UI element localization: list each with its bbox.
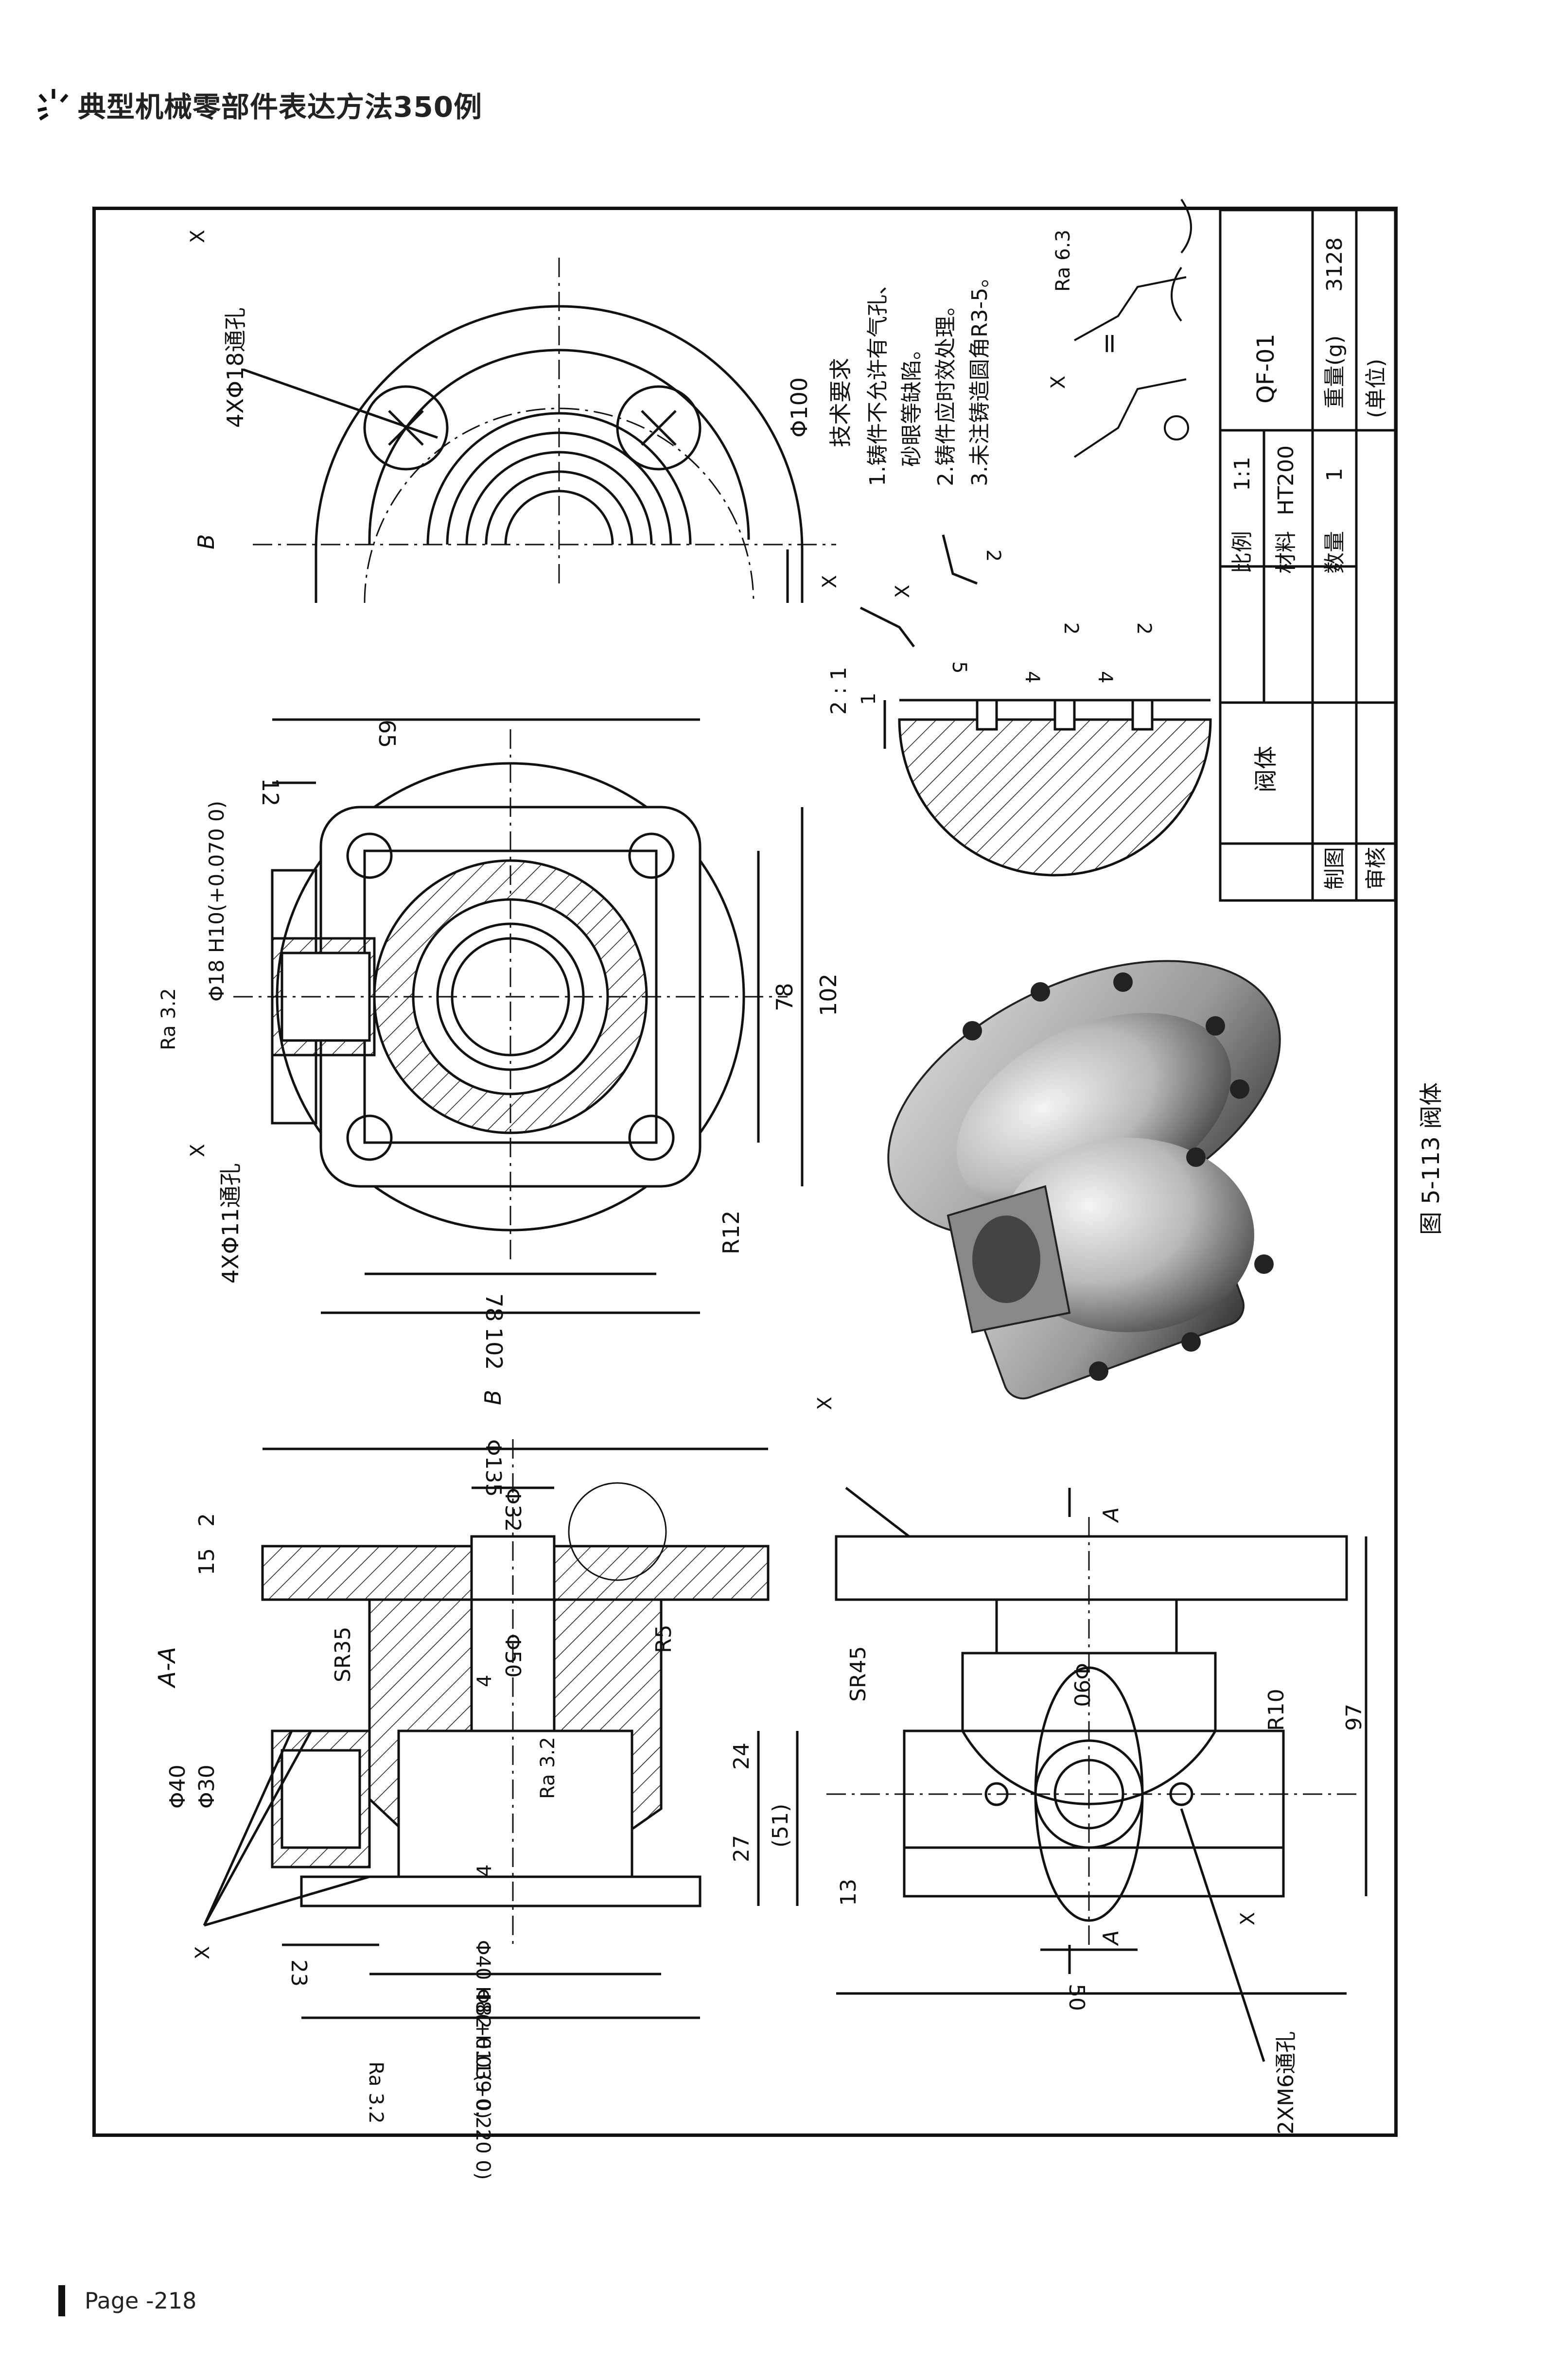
top-x: X [187,1144,209,1157]
top-r12: R12 [718,1211,744,1255]
detail-d1: 1 [858,693,880,705]
tech-equals: = [1093,332,1125,355]
tb-label-scale: 比例 [1230,531,1255,574]
side-d13: 13 [836,1879,861,1906]
tech-title: 技术要求 [827,358,854,447]
detail-d4b: 4 [1094,671,1116,683]
detail-d2b: 2 [1060,622,1082,635]
title-block-text: 比例 1:1 材料 HT200 数量 1 QF-01 重量(g) 3128 (单… [1230,237,1388,890]
tb-label-qty: 数量 [1322,531,1347,574]
tb-checker: 审核 [1364,847,1388,890]
side-m6: 2XM6通孔 [1274,2031,1298,2134]
tech-line-1: 1.铸件不允许有气孔、 [865,273,890,486]
section-title: A-A [154,1647,181,1689]
tb-weight: 3128 [1322,237,1347,292]
top-d102v: 102 [815,973,842,1016]
top-ra32: Ra 3.2 [158,988,180,1050]
sec-d32: Φ32 [500,1488,525,1532]
tech-line-4: 3.未注铸造圆角R3-5。 [967,266,992,486]
tb-label-material: 材料 [1274,531,1298,574]
sunburst-icon [37,89,69,121]
roughness-symbols [1073,198,1192,458]
tech-line-2: 砂眼等缺陷。 [899,338,924,467]
side-x1: X [814,1397,836,1410]
sec-d4: 4 [474,1675,496,1687]
tb-drafter: 制图 [1322,847,1347,890]
sec-x: X [192,1946,214,1959]
side-d97: 97 [1342,1704,1367,1731]
tb-drawing-no: QF-01 [1252,334,1280,404]
sec-d23: 23 [286,1959,311,1987]
title-block [1219,209,1397,902]
top-d65: 65 [374,720,400,748]
side-d90: Φ90 [1069,1663,1094,1707]
flange-d100: Φ100 [786,377,812,438]
sec-d15: 15 [194,1548,219,1575]
tech-line-3: 2.铸件应时效处理。 [933,295,958,486]
side-a1: A [1099,1507,1123,1523]
section-view [203,1439,799,2019]
sec-sr35: SR35 [331,1627,355,1683]
sec-d135: Φ135 [481,1439,506,1497]
top-d12: 12 [257,778,283,807]
sec-d51: (51) [768,1804,793,1848]
tb-label-weight: 重量(g) [1322,335,1347,408]
sec-r5: R5 [651,1624,676,1653]
top-d78v: 78 [772,983,798,1011]
top-d102: 102 [481,1327,507,1370]
tb-qty: 1 [1322,468,1347,481]
flange-x: X [187,230,209,243]
top-view [233,718,804,1314]
side-sr45: SR45 [846,1646,871,1702]
figure-caption: 图 5-113 阀体 [1418,1082,1445,1235]
detail-d2a: 2 [982,549,1004,562]
top-h10: Φ18 H10(+0.070 0) [205,801,228,1002]
top-b: B [480,1390,506,1405]
tb-material: HT200 [1274,445,1298,515]
tb-scale: 1:1 [1230,457,1255,491]
sec-d27: 27 [729,1835,754,1862]
sec-d50: Φ50 [500,1634,525,1678]
side-a2: A [1099,1930,1123,1946]
sec-d30: Φ30 [194,1764,219,1809]
tb-part-name: 阀体 [1252,746,1280,793]
tech-ra63: Ra 6.3 [1052,229,1074,292]
book-title: 典型机械零部件表达方法350例 [78,90,483,123]
sec-d24: 24 [729,1743,754,1770]
side-d50: 50 [1064,1984,1089,2011]
top-d78: 78 [481,1293,507,1322]
sec-d82h11: Φ82 H11(+0.220 0) [472,1989,494,2180]
tech-requirements: 技术要求 1.铸件不允许有气孔、 砂眼等缺陷。 2.铸件应时效处理。 3.未注铸… [827,198,1192,486]
flange-holes: 4XΦ18通孔 [222,307,248,428]
isometric-render [887,960,1281,1400]
detail-d4a: 4 [1021,671,1043,683]
detail-x2: X [892,585,914,598]
detail-x1: X [819,575,841,588]
detail-scale: 2 : 1 [826,667,851,715]
sec-d40: Φ40 [165,1764,190,1809]
tb-unit: (单位) [1364,359,1388,418]
sec-d40h8: Φ40 H8(+0.039 0) [472,1940,494,2119]
top-holes: 4XΦ11通孔 [217,1163,244,1284]
page-footer: Page -218 [58,2285,196,2316]
sec-d4b: 4 [474,1865,496,1877]
sec-ra32b: Ra 3.2 [365,2062,387,2124]
flange-view [243,258,836,603]
detail-d2c: 2 [1133,622,1155,635]
detail-view [859,534,1212,877]
side-r10: R10 [1264,1689,1289,1731]
page-header: 典型机械零部件表达方法350例 [34,73,482,136]
drawing-frame [92,207,1398,2137]
sec-ra32a: Ra 3.2 [537,1737,559,1799]
footer-bar [58,2285,65,2316]
sec-d2: 2 [194,1513,219,1527]
detail-d5: 5 [948,661,970,673]
page-number: Page -218 [85,2288,197,2314]
side-view [826,1487,1368,2062]
side-x2: X [1237,1912,1259,1925]
tech-x: X [1047,376,1070,389]
flange-b: B [193,534,219,549]
